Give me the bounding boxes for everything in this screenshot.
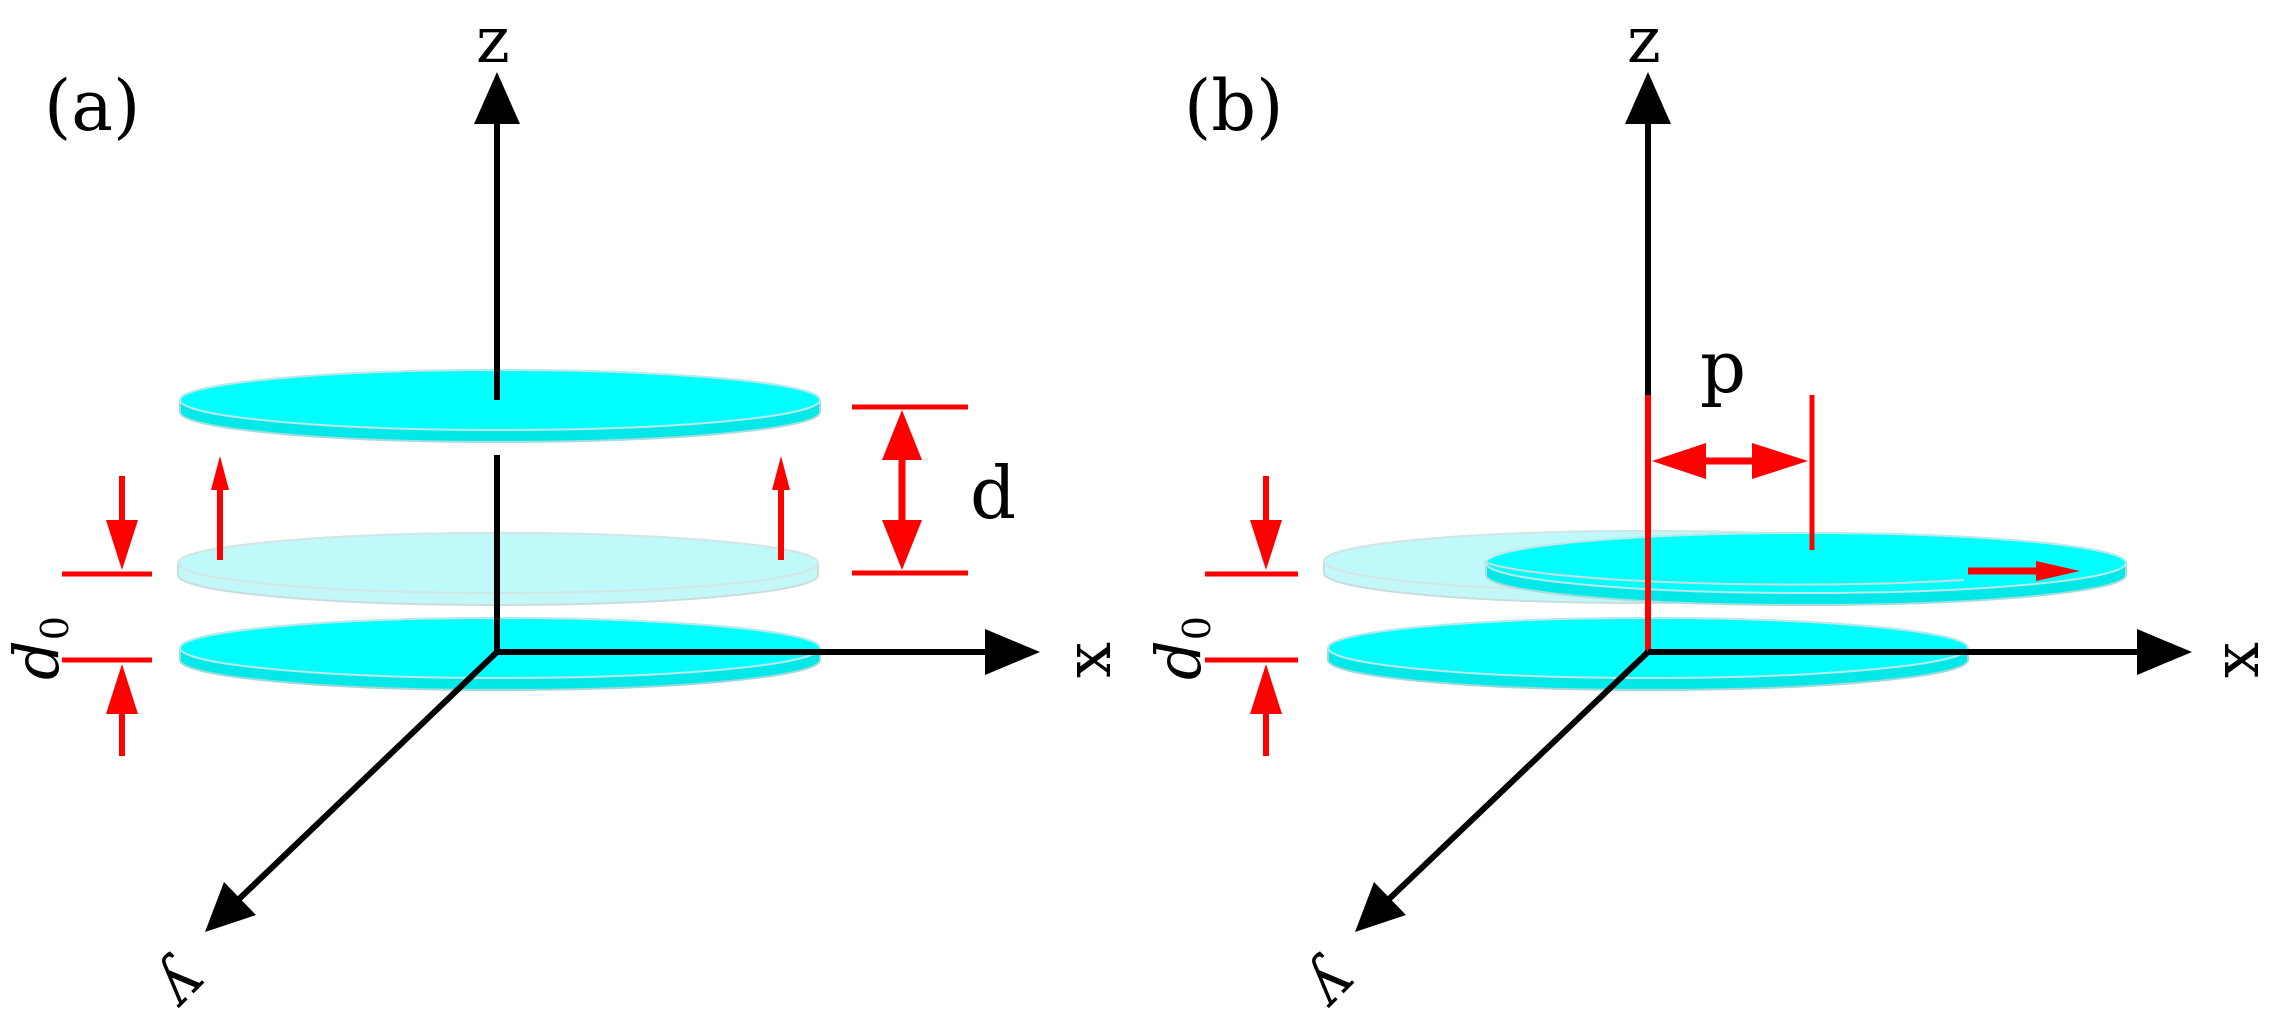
p-label: p: [1700, 325, 1746, 409]
x-axis-arrowhead: [2137, 629, 2192, 675]
y-axis-arrowhead: [1355, 882, 1406, 932]
d-indicator: [852, 404, 968, 576]
x-axis-label: x: [2200, 642, 2274, 678]
panel-b-label: (b): [1184, 65, 1283, 147]
y-axis-arrowhead: [205, 882, 256, 932]
z-axis: [474, 72, 520, 652]
x-axis: [497, 629, 1040, 675]
p-indicator: [1652, 395, 1815, 550]
d0-label: d0: [0, 616, 77, 680]
z-axis-label: z: [476, 4, 510, 78]
y-axis: [1355, 649, 1651, 932]
d0-label: d0: [1142, 616, 1219, 680]
x-axis-arrowhead: [985, 629, 1040, 675]
z-axis-arrowhead: [1625, 72, 1671, 124]
y-axis-label: y: [144, 947, 223, 1026]
shift-arrow: [1968, 561, 2080, 581]
x-axis-label: x: [1052, 642, 1126, 678]
z-axis: [1625, 72, 1671, 652]
lift-arrows: [211, 456, 790, 560]
x-axis: [1648, 629, 2192, 675]
panel-a-label: (a): [44, 65, 140, 147]
d0-indicator: [1205, 476, 1298, 756]
y-axis-label: y: [1294, 947, 1373, 1026]
z-axis-label: z: [1627, 4, 1661, 78]
y-axis: [205, 649, 500, 932]
z-axis-arrowhead: [474, 72, 520, 124]
d0-indicator: [62, 476, 152, 756]
d-label: d: [970, 451, 1016, 535]
top-disk: [179, 369, 821, 443]
panel-a: (a) z x: [0, 4, 1126, 1026]
panel-b: (b) z x: [1142, 4, 2274, 1026]
